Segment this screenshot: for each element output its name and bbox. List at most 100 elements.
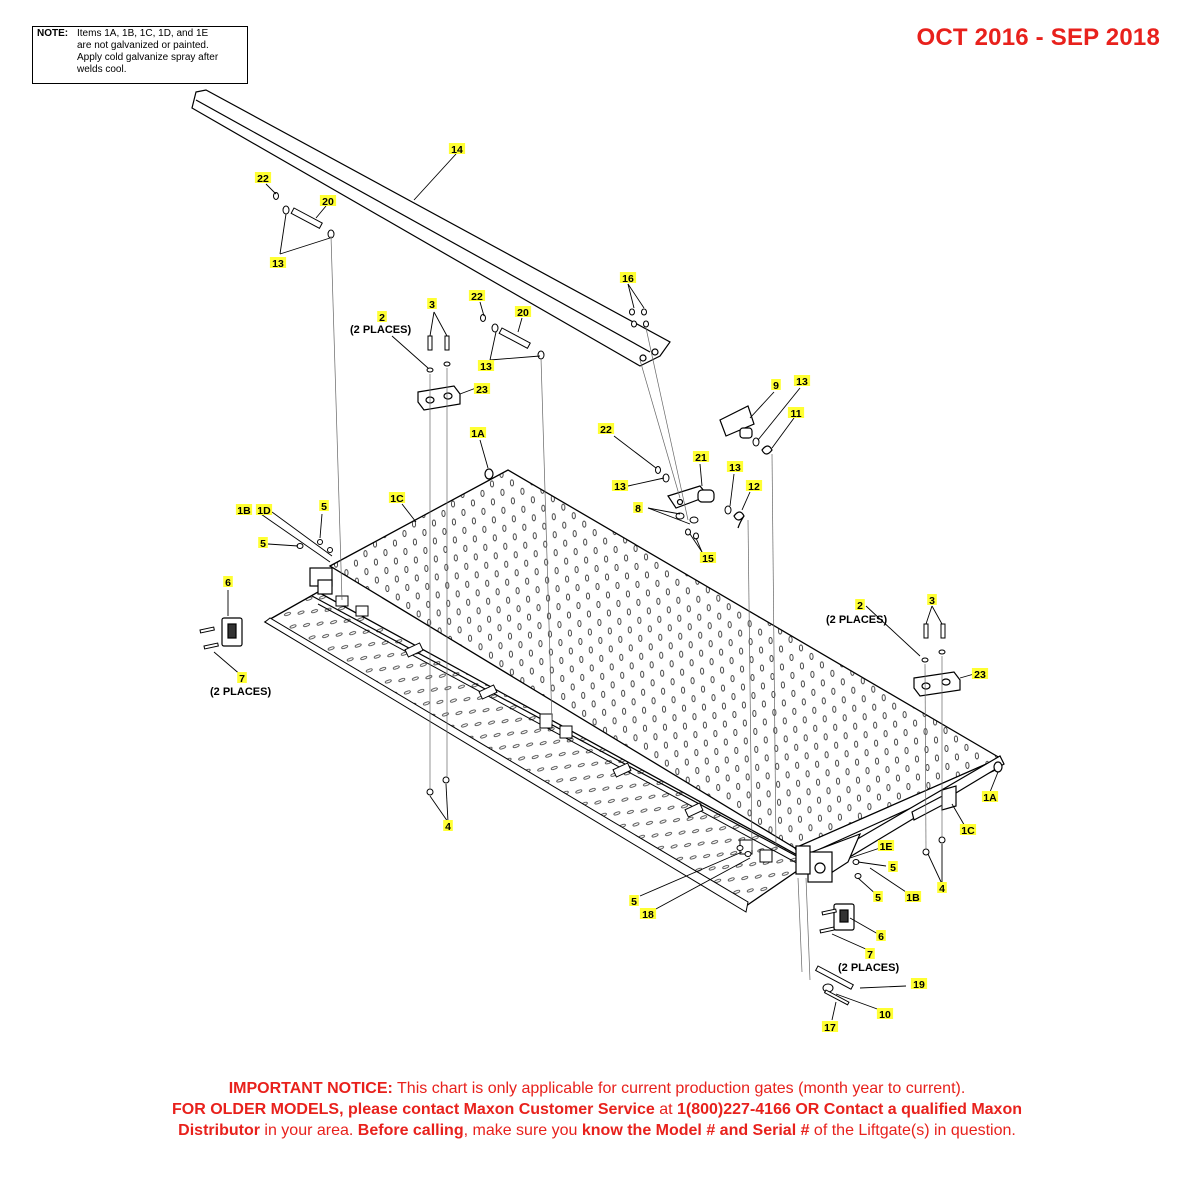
callout-13: 13: [729, 462, 741, 474]
part-23-left: [417, 385, 461, 411]
callout-highlight: [469, 427, 487, 438]
callout-highlight: [377, 311, 387, 322]
callout-1a: 1A: [471, 428, 485, 440]
callout-highlight: [910, 978, 928, 989]
callout-highlight: [904, 891, 922, 902]
callout-5: 5: [875, 892, 881, 904]
notice-l2-bold-b: 1(800)227-4166 OR Contact a qualified Ma…: [677, 1101, 1022, 1118]
callout-1b: 1B: [906, 892, 920, 904]
note-box: NOTE: Items 1A, 1B, 1C, 1D, and 1E are n…: [32, 26, 248, 84]
notice-l3-mid-b: , make sure you: [463, 1122, 582, 1139]
callout-15: 15: [702, 553, 714, 565]
important-notice: IMPORTANT NOTICE: This chart is only app…: [0, 1078, 1194, 1141]
callout-highlight: [927, 594, 937, 605]
callout-highlight: [699, 552, 717, 563]
callout-highlight: [427, 298, 437, 309]
callout-highlight: [726, 461, 744, 472]
callout-highlight: [876, 1008, 894, 1019]
callout-highlight: [855, 599, 865, 610]
notice-l3-bold-b: Before calling: [357, 1122, 464, 1139]
hardware-items: [199, 192, 946, 1006]
part-6-right: [833, 903, 855, 931]
notice-l1-rest: This chart is only applicable for curren…: [392, 1080, 966, 1097]
callout-highlight: [629, 895, 639, 906]
callout-13: 13: [272, 258, 284, 270]
exploded-parts-diagram: 14222013162322201323913111A2221131312815…: [191, 89, 1005, 1034]
callout-3: 3: [929, 595, 935, 607]
callout-1e: 1E: [880, 841, 893, 853]
callout-highlight: [237, 672, 247, 683]
callout-highlight: [258, 537, 268, 548]
callout-13: 13: [614, 481, 626, 493]
callout-6: 6: [878, 931, 884, 943]
callout-20: 20: [322, 196, 334, 208]
callout-highlight: [639, 908, 657, 919]
callout-17: 17: [824, 1022, 836, 1034]
callout-highlight: [821, 1021, 839, 1032]
callout-highlight: [876, 930, 886, 941]
part-1E-bracket: [795, 832, 862, 883]
callout-19: 19: [913, 979, 925, 991]
part-1C-frame-left: [309, 468, 494, 595]
callout-highlight: [959, 824, 977, 835]
callout-12: 12: [748, 481, 760, 493]
notice-l3-bold-a: Distributor: [178, 1122, 260, 1139]
callout-3: 3: [429, 299, 435, 311]
callout-6: 6: [225, 577, 231, 589]
alignment-lines: [330, 235, 943, 981]
notice-line-2: FOR OLDER MODELS, please contact Maxon C…: [0, 1099, 1194, 1120]
callout-9: 9: [773, 380, 779, 392]
callout-highlight: [793, 375, 811, 386]
part-14-bar: [191, 89, 671, 367]
places-label-7a: (2 PLACES): [210, 686, 271, 698]
callout-11: 11: [790, 408, 801, 420]
callout-1b: 1B: [237, 505, 251, 517]
leader-lines: [213, 153, 999, 1021]
callout-highlight: [873, 891, 883, 902]
notice-line-3: Distributor in your area. Before calling…: [0, 1120, 1194, 1141]
callout-14: 14: [451, 144, 463, 156]
callout-highlight: [235, 504, 253, 515]
callout-21: 21: [695, 452, 707, 464]
callout-highlight: [981, 791, 999, 802]
callout-4: 4: [939, 883, 945, 895]
part-12-spring: [733, 511, 745, 529]
callout-highlight: [255, 504, 273, 515]
callout-2: 2: [857, 600, 863, 612]
callout-highlight: [745, 480, 763, 491]
callout-highlight: [468, 290, 486, 301]
callout-16: 16: [622, 273, 634, 285]
notice-l3-rest: of the Liftgate(s) in question.: [809, 1122, 1016, 1139]
callout-highlight: [319, 500, 329, 511]
part-9-latch: [719, 405, 755, 439]
part-21-bracket: [667, 485, 715, 509]
callout-5: 5: [890, 862, 896, 874]
callout-23: 23: [974, 669, 986, 681]
callout-highlight: [443, 820, 453, 831]
callout-5: 5: [321, 501, 327, 513]
callout-highlight: [692, 451, 710, 462]
part-6-left: [221, 617, 243, 647]
callout-highlight: [514, 306, 532, 317]
callout-23: 23: [476, 384, 488, 396]
notice-line-1: IMPORTANT NOTICE: This chart is only app…: [0, 1078, 1194, 1099]
callout-13: 13: [796, 376, 808, 388]
note-line-3: Apply cold galvanize spray after: [77, 52, 219, 63]
callout-highlight: [477, 360, 495, 371]
callout-22: 22: [600, 424, 612, 436]
callout-highlight: [611, 480, 629, 491]
callout-22: 22: [257, 173, 269, 185]
callout-highlight: [597, 423, 615, 434]
callout-highlight: [633, 502, 643, 513]
callout-1d: 1D: [257, 505, 271, 517]
callout-8: 8: [635, 503, 641, 515]
callout-18: 18: [642, 909, 654, 921]
note-line-1: Items 1A, 1B, 1C, 1D, and 1E: [77, 28, 209, 39]
callout-22: 22: [471, 291, 483, 303]
places-label-2b: (2 PLACES): [826, 614, 887, 626]
callout-7: 7: [239, 673, 245, 685]
callout-highlight: [787, 407, 805, 418]
callout-highlight: [771, 379, 781, 390]
callout-highlight: [888, 861, 898, 872]
